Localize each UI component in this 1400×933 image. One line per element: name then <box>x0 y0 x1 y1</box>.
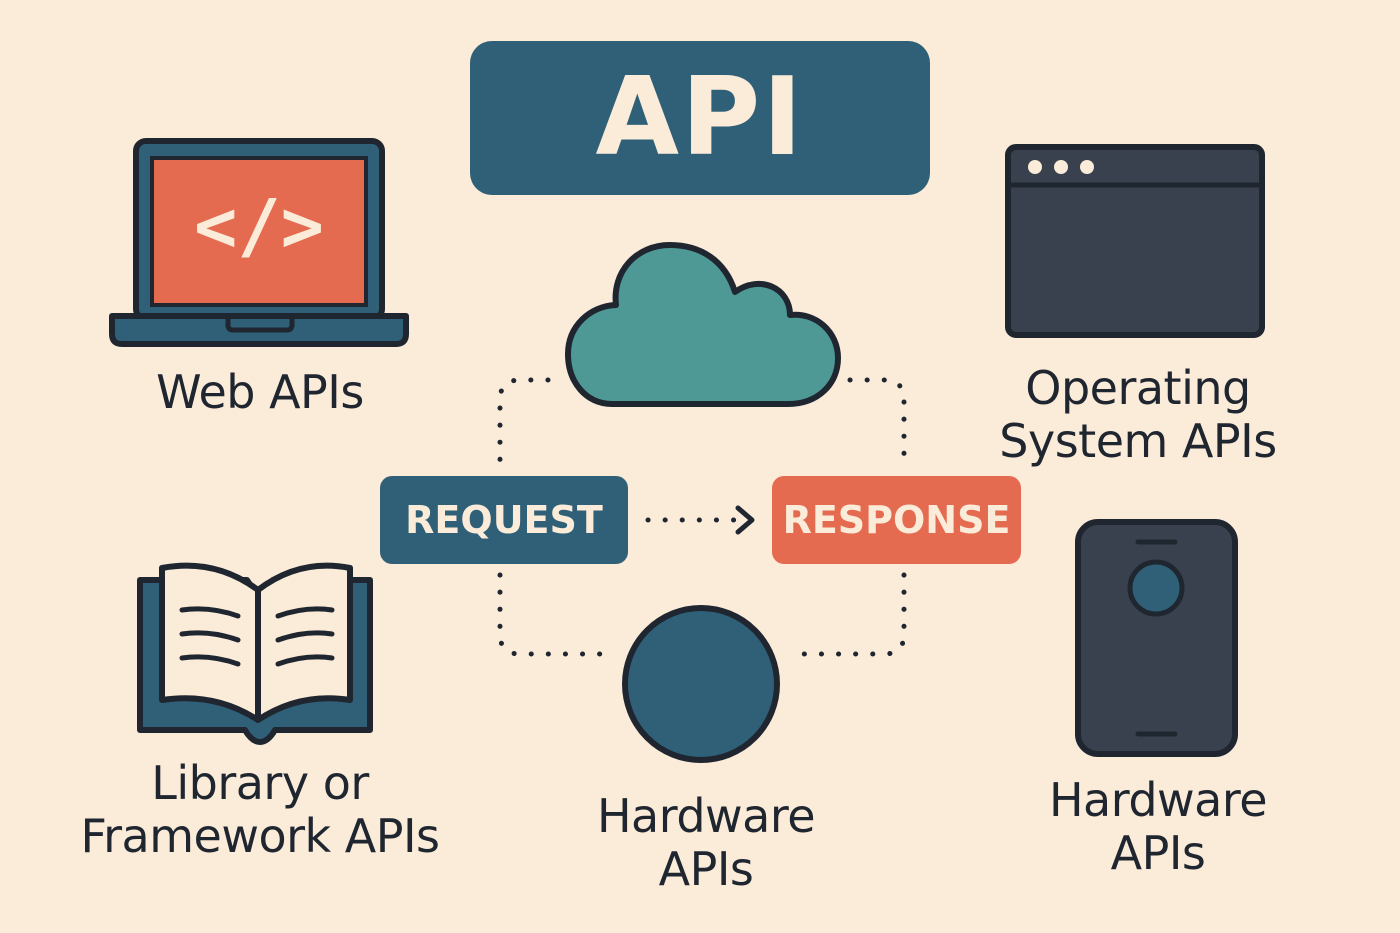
web-apis-label-line: Web APIs <box>156 365 364 419</box>
title-banner: API <box>470 41 930 195</box>
connector-top-left <box>497 377 551 473</box>
browser-window-icon <box>1005 144 1265 338</box>
code-symbol: </> <box>194 184 324 268</box>
arrow-head-icon <box>735 505 755 535</box>
connector-top-right <box>847 377 907 473</box>
library-apis-label-line-1: Library or <box>151 756 369 810</box>
laptop-code-icon <box>109 138 409 347</box>
dotted-connectors <box>497 377 907 657</box>
hardware-apis-center-label-line-1: Hardware <box>596 789 816 843</box>
library-apis-label: Library or Framework APIs <box>80 756 440 863</box>
page-title: API <box>595 55 805 180</box>
circle-icon <box>622 605 780 763</box>
request-label: REQUEST <box>405 498 603 542</box>
response-badge: RESPONSE <box>772 476 1021 564</box>
phone-icon <box>1075 519 1238 757</box>
connector-bottom-left <box>497 572 603 657</box>
cloud-icon <box>565 242 841 407</box>
hardware-apis-right-label-line-1: Hardware <box>1048 773 1268 827</box>
os-apis-label-line-1: Operating <box>1025 361 1251 415</box>
hardware-apis-center-label-line-2: APIs <box>658 842 754 896</box>
os-apis-label: Operating System APIs <box>999 361 1277 468</box>
hardware-apis-right-label-line-2: APIs <box>1110 826 1206 880</box>
library-apis-label-line-2: Framework APIs <box>80 809 440 863</box>
response-label: RESPONSE <box>782 498 1011 542</box>
web-apis-label: Web APIs <box>156 366 364 419</box>
open-book-icon <box>137 562 373 745</box>
connector-bottom-right <box>797 572 907 657</box>
hardware-apis-center-label: Hardware APIs <box>596 789 816 896</box>
request-badge: REQUEST <box>380 476 628 564</box>
hardware-apis-right-label: Hardware APIs <box>1048 773 1268 880</box>
os-apis-label-line-2: System APIs <box>999 414 1277 468</box>
